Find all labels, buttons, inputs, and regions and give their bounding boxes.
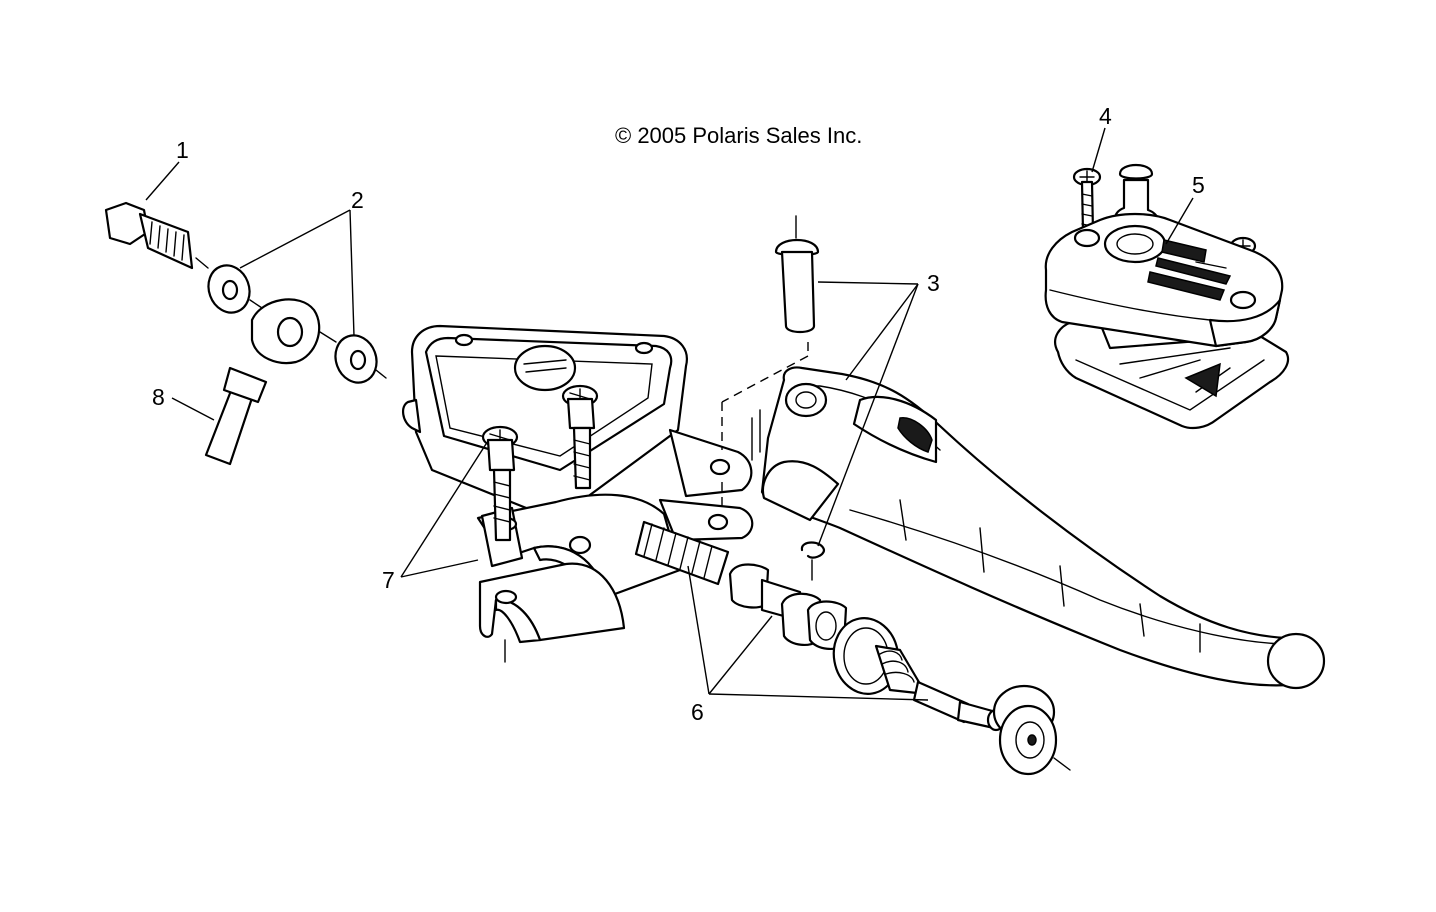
reservoir-cover-part[interactable] xyxy=(1044,163,1290,430)
banjo-bolt-part[interactable] xyxy=(104,201,209,270)
brake-lever-part[interactable] xyxy=(751,366,1326,690)
callout-2: 2 xyxy=(351,187,364,213)
copyright-text: © 2005 Polaris Sales Inc. xyxy=(615,123,862,148)
callout-6: 6 xyxy=(691,699,704,725)
clamp-screw-right[interactable] xyxy=(561,384,599,490)
leader-lines xyxy=(145,127,1194,701)
piston-boot-part[interactable] xyxy=(828,613,1006,732)
pivot-pin-part[interactable] xyxy=(721,215,820,508)
callout-7: 7 xyxy=(382,567,395,593)
callout-4: 4 xyxy=(1099,103,1112,129)
cover-screw-left[interactable] xyxy=(1072,167,1102,234)
callout-1: 1 xyxy=(176,137,189,163)
end-cap-part[interactable] xyxy=(992,684,1071,776)
retaining-clip-part[interactable] xyxy=(800,541,826,581)
callout-labels: 1 2 3 4 5 6 7 8 xyxy=(152,103,1205,725)
callout-8: 8 xyxy=(152,384,165,410)
callout-5: 5 xyxy=(1192,172,1205,198)
piston-spring-part[interactable] xyxy=(634,520,730,586)
sealing-washer-lower[interactable] xyxy=(329,330,383,389)
brake-line-banjo-part[interactable] xyxy=(204,298,337,466)
sealing-washer-upper[interactable] xyxy=(202,260,256,319)
piston-part[interactable] xyxy=(728,563,848,650)
callout-3: 3 xyxy=(927,270,940,296)
master-cylinder-body[interactable] xyxy=(402,324,754,663)
clamp-screw-left[interactable] xyxy=(481,425,519,542)
